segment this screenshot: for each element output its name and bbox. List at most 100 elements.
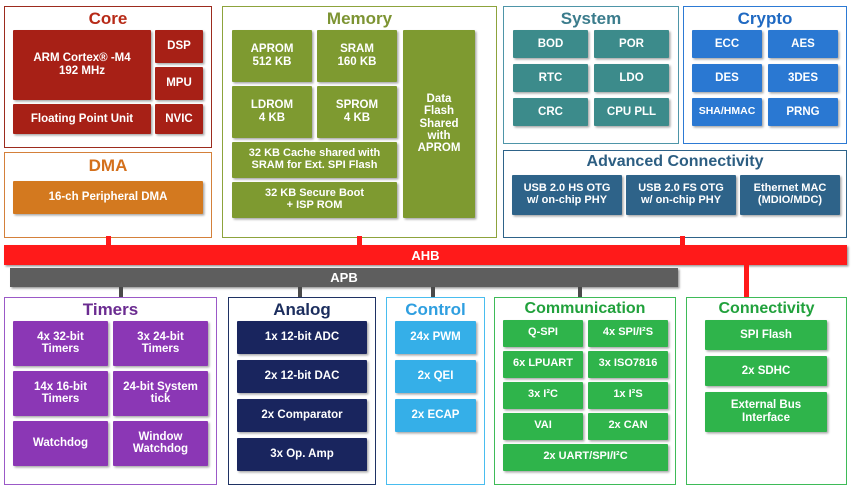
core-block-fpu: Floating Point Unit bbox=[13, 103, 151, 134]
crypto-title: Crypto bbox=[737, 9, 793, 28]
advanced-connectivity-title: Advanced Connectivity bbox=[586, 153, 764, 170]
comm-block-iso7816: 3x ISO7816 bbox=[588, 350, 668, 378]
connectivity-block-external-bus: External Bus Interface bbox=[705, 391, 827, 432]
crypto-block-aes: AES bbox=[768, 29, 838, 58]
advconn-block-usb-hs: USB 2.0 HS OTG w/ on-chip PHY bbox=[512, 174, 622, 215]
system-block-ldo: LDO bbox=[594, 63, 669, 92]
crypto-panel: Crypto ECC AES DES 3DES SHA/HMAC PRNG bbox=[683, 6, 847, 144]
analog-block-dac: 2x 12-bit DAC bbox=[237, 359, 367, 393]
memory-sram-line1: SRAM bbox=[340, 43, 374, 56]
dma-title: DMA bbox=[88, 156, 128, 175]
comm-block-lpuart: 6x LPUART bbox=[503, 350, 583, 378]
advconn-usb-hs-line1: USB 2.0 HS OTG bbox=[523, 181, 611, 194]
connectivity-extbus-line1: External Bus bbox=[730, 399, 802, 412]
timers-window-wd-line2: Watchdog bbox=[132, 443, 189, 456]
system-panel: System BOD POR RTC LDO CRC CPU PLL bbox=[503, 6, 679, 144]
memory-sprom-line2: 4 KB bbox=[343, 111, 371, 124]
dma-panel: DMA 16-ch Peripheral DMA bbox=[4, 152, 212, 238]
timers-systick-line2: tick bbox=[150, 393, 171, 406]
advconn-usb-fs-line2: w/ on-chip PHY bbox=[640, 193, 722, 206]
memory-aprom-line1: APROM bbox=[250, 43, 294, 56]
timers-16bit-line1: 14x 16-bit bbox=[33, 380, 88, 393]
memory-block-sram: SRAM 160 KB bbox=[317, 29, 397, 82]
crypto-block-sha-hmac: SHA/HMAC bbox=[692, 97, 762, 126]
timers-24bit-line1: 3x 24-bit bbox=[137, 330, 184, 343]
analog-block-adc: 1x 12-bit ADC bbox=[237, 320, 367, 354]
memory-ldrom-line1: LDROM bbox=[250, 99, 294, 112]
timers-block-32bit: 4x 32-bit Timers bbox=[13, 320, 108, 366]
memory-sram-line2: 160 KB bbox=[337, 55, 377, 68]
comm-block-spi-i2s: 4x SPI/I²S bbox=[588, 319, 668, 347]
system-block-bod: BOD bbox=[513, 29, 588, 58]
timers-block-16bit: 14x 16-bit Timers bbox=[13, 370, 108, 416]
timers-32bit-line2: Timers bbox=[41, 343, 80, 356]
system-block-crc: CRC bbox=[513, 97, 588, 126]
core-block-dsp: DSP bbox=[155, 29, 203, 63]
core-cpu-line1: ARM Cortex® -M4 bbox=[33, 52, 131, 65]
comm-block-uart-spi-i2c: 2x UART/SPI/I²C bbox=[503, 443, 668, 471]
connector-ahb-to-connectivity bbox=[744, 265, 749, 299]
connector-memory-to-ahb bbox=[357, 236, 362, 246]
advconn-eth-line2: (MDIO/MDC) bbox=[757, 193, 823, 206]
system-title: System bbox=[560, 9, 622, 28]
advconn-block-usb-fs: USB 2.0 FS OTG w/ on-chip PHY bbox=[626, 174, 736, 215]
timers-32bit-line1: 4x 32-bit bbox=[37, 330, 84, 343]
timers-block-systick: 24-bit System tick bbox=[113, 370, 208, 416]
core-block-cpu: ARM Cortex® -M4 192 MHz bbox=[13, 29, 151, 100]
control-panel: Control 24x PWM 2x QEI 2x ECAP bbox=[386, 297, 485, 485]
memory-block-aprom: APROM 512 KB bbox=[232, 29, 312, 82]
connectivity-title: Connectivity bbox=[718, 300, 815, 317]
timers-systick-line1: 24-bit System bbox=[123, 380, 198, 393]
control-block-pwm: 24x PWM bbox=[395, 320, 476, 354]
memory-title: Memory bbox=[326, 9, 393, 28]
memory-secureboot-line1: 32 KB Secure Boot bbox=[264, 186, 365, 199]
connector-apb-to-communication bbox=[578, 287, 582, 299]
memory-block-cache: 32 KB Cache shared with SRAM for Ext. SP… bbox=[232, 141, 397, 178]
connector-apb-to-timers bbox=[119, 287, 123, 299]
memory-cache-line1: 32 KB Cache shared with bbox=[248, 146, 381, 159]
comm-block-can: 2x CAN bbox=[588, 412, 668, 440]
core-block-nvic: NVIC bbox=[155, 103, 203, 134]
connector-apb-to-analog bbox=[298, 287, 302, 299]
control-block-qei: 2x QEI bbox=[395, 359, 476, 393]
timers-block-watchdog: Watchdog bbox=[13, 420, 108, 466]
dma-block-peripheral-dma: 16-ch Peripheral DMA bbox=[13, 180, 203, 214]
memory-ldrom-line2: 4 KB bbox=[258, 111, 286, 124]
advconn-usb-hs-line2: w/ on-chip PHY bbox=[526, 193, 608, 206]
timers-panel: Timers 4x 32-bit Timers 3x 24-bit Timers… bbox=[4, 297, 217, 485]
system-block-por: POR bbox=[594, 29, 669, 58]
advconn-usb-fs-line1: USB 2.0 FS OTG bbox=[638, 181, 724, 194]
system-block-cpu-pll: CPU PLL bbox=[594, 97, 669, 126]
system-block-rtc: RTC bbox=[513, 63, 588, 92]
connectivity-panel: Connectivity SPI Flash 2x SDHC External … bbox=[686, 297, 847, 485]
connector-advconn-to-ahb bbox=[680, 236, 685, 246]
analog-block-op-amp: 3x Op. Amp bbox=[237, 437, 367, 471]
advanced-connectivity-panel: Advanced Connectivity USB 2.0 HS OTG w/ … bbox=[503, 150, 847, 238]
timers-block-24bit: 3x 24-bit Timers bbox=[113, 320, 208, 366]
apb-bus: APB bbox=[10, 268, 678, 287]
timers-title: Timers bbox=[82, 300, 139, 319]
comm-block-i2s: 1x I²S bbox=[588, 381, 668, 409]
core-cpu-line2: 192 MHz bbox=[58, 64, 106, 77]
memory-block-data-flash: Data Flash Shared with APROM bbox=[403, 29, 475, 218]
analog-title: Analog bbox=[273, 300, 331, 319]
connector-dma-to-ahb bbox=[106, 236, 111, 246]
timers-24bit-line2: Timers bbox=[141, 343, 180, 356]
crypto-block-des: DES bbox=[692, 63, 762, 92]
communication-panel: Communication Q-SPI 4x SPI/I²S 6x LPUART… bbox=[494, 297, 676, 485]
memory-secureboot-line2: + ISP ROM bbox=[286, 198, 343, 211]
memory-sprom-line1: SPROM bbox=[335, 99, 379, 112]
comm-block-vai: VAI bbox=[503, 412, 583, 440]
advconn-block-ethernet-mac: Ethernet MAC (MDIO/MDC) bbox=[740, 174, 840, 215]
memory-block-secure-boot: 32 KB Secure Boot + ISP ROM bbox=[232, 181, 397, 218]
analog-block-comparator: 2x Comparator bbox=[237, 398, 367, 432]
advconn-eth-line1: Ethernet MAC bbox=[753, 181, 827, 194]
memory-aprom-line2: 512 KB bbox=[252, 55, 292, 68]
core-block-mpu: MPU bbox=[155, 66, 203, 100]
control-block-ecap: 2x ECAP bbox=[395, 398, 476, 432]
connectivity-block-sdhc: 2x SDHC bbox=[705, 355, 827, 386]
timers-block-window-watchdog: Window Watchdog bbox=[113, 420, 208, 466]
memory-panel: Memory APROM 512 KB SRAM 160 KB LDROM 4 … bbox=[222, 6, 497, 238]
crypto-block-ecc: ECC bbox=[692, 29, 762, 58]
